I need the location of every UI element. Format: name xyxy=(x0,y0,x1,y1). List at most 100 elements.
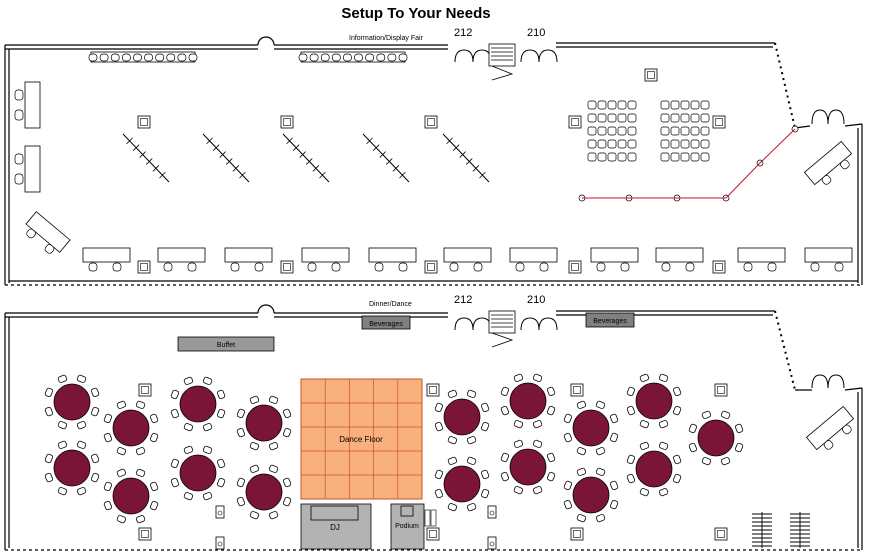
banquet-chair xyxy=(150,500,159,511)
banquet-chair xyxy=(202,492,213,501)
pillar-inner xyxy=(429,530,437,538)
panel-line xyxy=(122,133,170,183)
theater-seat xyxy=(627,139,637,149)
theater-seat xyxy=(617,139,627,149)
table-chair xyxy=(473,262,483,272)
banquet-table-top xyxy=(179,385,217,423)
pillar xyxy=(712,115,726,129)
banquet-chair xyxy=(513,420,524,429)
pillar xyxy=(280,115,294,129)
panel-tick xyxy=(286,137,293,145)
banquet-table-top xyxy=(635,382,673,420)
pillar xyxy=(424,260,438,274)
display-panel xyxy=(282,133,330,183)
theater-seat xyxy=(607,139,617,149)
banquet-chair xyxy=(76,440,87,449)
banquet-chair xyxy=(576,514,587,523)
wall-chair xyxy=(821,175,832,185)
wall-chair xyxy=(840,159,850,170)
wall-chair xyxy=(14,153,24,165)
booth-chair xyxy=(387,53,397,62)
banquet-chair xyxy=(183,423,194,432)
banquet-chair xyxy=(150,413,159,424)
banquet-chair xyxy=(447,456,458,465)
table-chair xyxy=(767,262,777,272)
wall-chair xyxy=(842,424,852,435)
bottom-floor-plan: 212 210 Dinner/Dance Beverages Beverages… xyxy=(4,294,863,551)
banquet-table xyxy=(563,467,619,523)
banquet-chair xyxy=(116,468,127,477)
table-chair xyxy=(307,262,317,272)
dance-floor-label: Dance Floor xyxy=(339,435,383,444)
banquet-chair xyxy=(91,472,100,483)
theater-seat xyxy=(607,126,617,136)
banquet-chair xyxy=(170,408,179,419)
table-top xyxy=(301,247,350,263)
banquet-chair xyxy=(135,468,146,477)
banquet-chair xyxy=(447,389,458,398)
panel-tick xyxy=(466,158,473,165)
banquet-chair xyxy=(283,496,292,507)
exhibitor-table xyxy=(804,247,853,272)
booth-chair xyxy=(343,53,352,62)
theater-seat xyxy=(660,126,670,136)
beverages-label-right: Beverages xyxy=(593,318,627,325)
banquet-chair xyxy=(513,439,524,448)
pillar xyxy=(137,260,151,274)
pillar-inner xyxy=(140,118,148,126)
exhibitor-table xyxy=(443,247,492,272)
booth-chair xyxy=(110,53,120,62)
banquet-table-top xyxy=(53,449,91,487)
banquet-table-top xyxy=(572,409,610,447)
panel-tick xyxy=(366,137,373,145)
panel-line xyxy=(442,133,490,183)
speaker xyxy=(487,505,497,519)
panel-tick xyxy=(306,158,313,165)
theater-seat xyxy=(680,100,690,110)
banquet-chair xyxy=(547,452,556,463)
banquet-chair xyxy=(236,477,245,488)
banquet-chair xyxy=(170,477,179,488)
banquet-chair xyxy=(626,405,635,416)
banquet-chair xyxy=(268,395,279,404)
banquet-chair xyxy=(701,457,712,466)
coat-rack xyxy=(790,512,810,548)
banquet-chair xyxy=(500,405,509,416)
banquet-chair xyxy=(626,454,635,465)
banquet-chair xyxy=(673,454,682,465)
table-chair xyxy=(539,262,549,272)
banquet-chair xyxy=(249,464,260,473)
booth-chair xyxy=(331,53,341,62)
banquet-chair xyxy=(610,413,619,424)
table-chair xyxy=(685,262,695,272)
banquet-chair xyxy=(44,387,53,398)
speaker-cone xyxy=(217,510,223,516)
theater-seat xyxy=(660,113,670,123)
pillar-inner xyxy=(429,386,437,394)
banquet-table xyxy=(434,389,490,445)
theater-seat xyxy=(700,113,710,123)
pillar xyxy=(644,68,658,82)
banquet-table xyxy=(434,456,490,512)
banquet-chair xyxy=(673,386,682,397)
panel-tick xyxy=(132,144,140,151)
banquet-table-top xyxy=(179,454,217,492)
theater-seat xyxy=(660,100,670,110)
podium-stage: Podium xyxy=(390,503,437,550)
banquet-chair xyxy=(91,406,100,417)
pillar-inner xyxy=(717,386,725,394)
booth-chair xyxy=(155,53,165,62)
theater-seat xyxy=(617,113,627,123)
banquet-table-top xyxy=(443,398,481,436)
banquet-chair xyxy=(481,421,490,432)
pillar-inner xyxy=(427,118,435,126)
theater-seat xyxy=(690,139,700,149)
banquet-chair xyxy=(626,386,635,397)
angled-table-right xyxy=(805,405,855,451)
banquet-chair xyxy=(434,469,443,480)
banquet-chair xyxy=(44,472,53,483)
bottom-room-label-212: 212 xyxy=(454,294,472,306)
display-panel xyxy=(122,133,170,183)
banquet-chair xyxy=(116,447,127,456)
